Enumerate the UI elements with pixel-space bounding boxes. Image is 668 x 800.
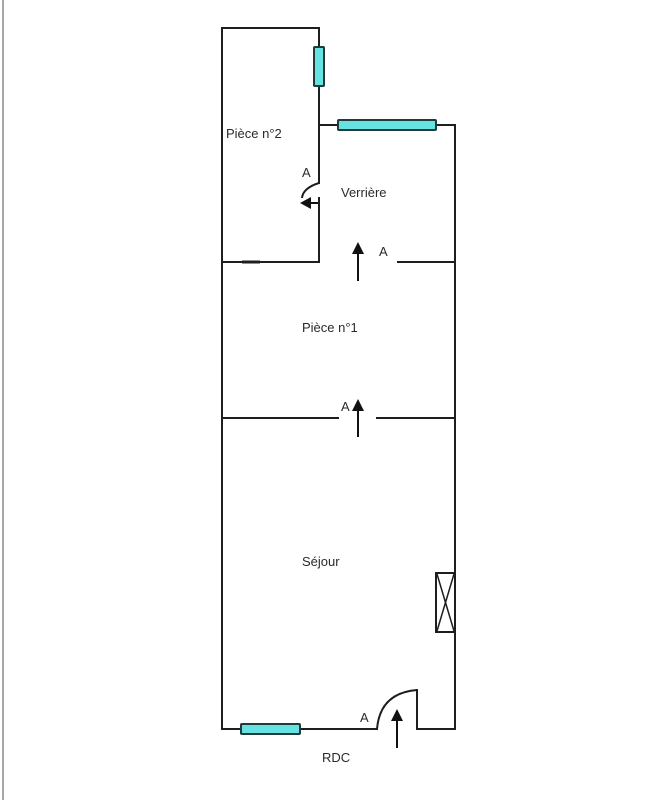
room-label-piece-1: Pièce n°1 bbox=[302, 320, 358, 335]
door-label-entrance: A bbox=[360, 710, 369, 725]
door-label-verriere-piece-1: A bbox=[379, 244, 388, 259]
room-verriere-walls bbox=[318, 124, 456, 730]
page-edge bbox=[2, 0, 4, 800]
room-label-sejour: Séjour bbox=[302, 554, 340, 569]
room-piece-2-walls bbox=[221, 27, 320, 264]
room-label-verriere: Verrière bbox=[341, 185, 387, 200]
door-piece-1-sejour bbox=[352, 399, 364, 437]
door-piece-2-verriere bbox=[300, 182, 320, 209]
door-verriere-piece-1 bbox=[352, 242, 364, 281]
door-entrance bbox=[376, 689, 418, 748]
fixture-crossed-box bbox=[435, 572, 456, 633]
window-sejour bbox=[240, 723, 301, 735]
room-label-piece-2: Pièce n°2 bbox=[226, 126, 282, 141]
floor-label: RDC bbox=[322, 750, 351, 765]
window-verriere bbox=[337, 119, 437, 131]
window-piece-2 bbox=[313, 46, 325, 87]
wall-piece-1-sejour bbox=[221, 261, 456, 730]
door-label-piece-1-sejour: A bbox=[341, 399, 350, 414]
door-label-piece-2-verriere: A bbox=[302, 165, 311, 180]
